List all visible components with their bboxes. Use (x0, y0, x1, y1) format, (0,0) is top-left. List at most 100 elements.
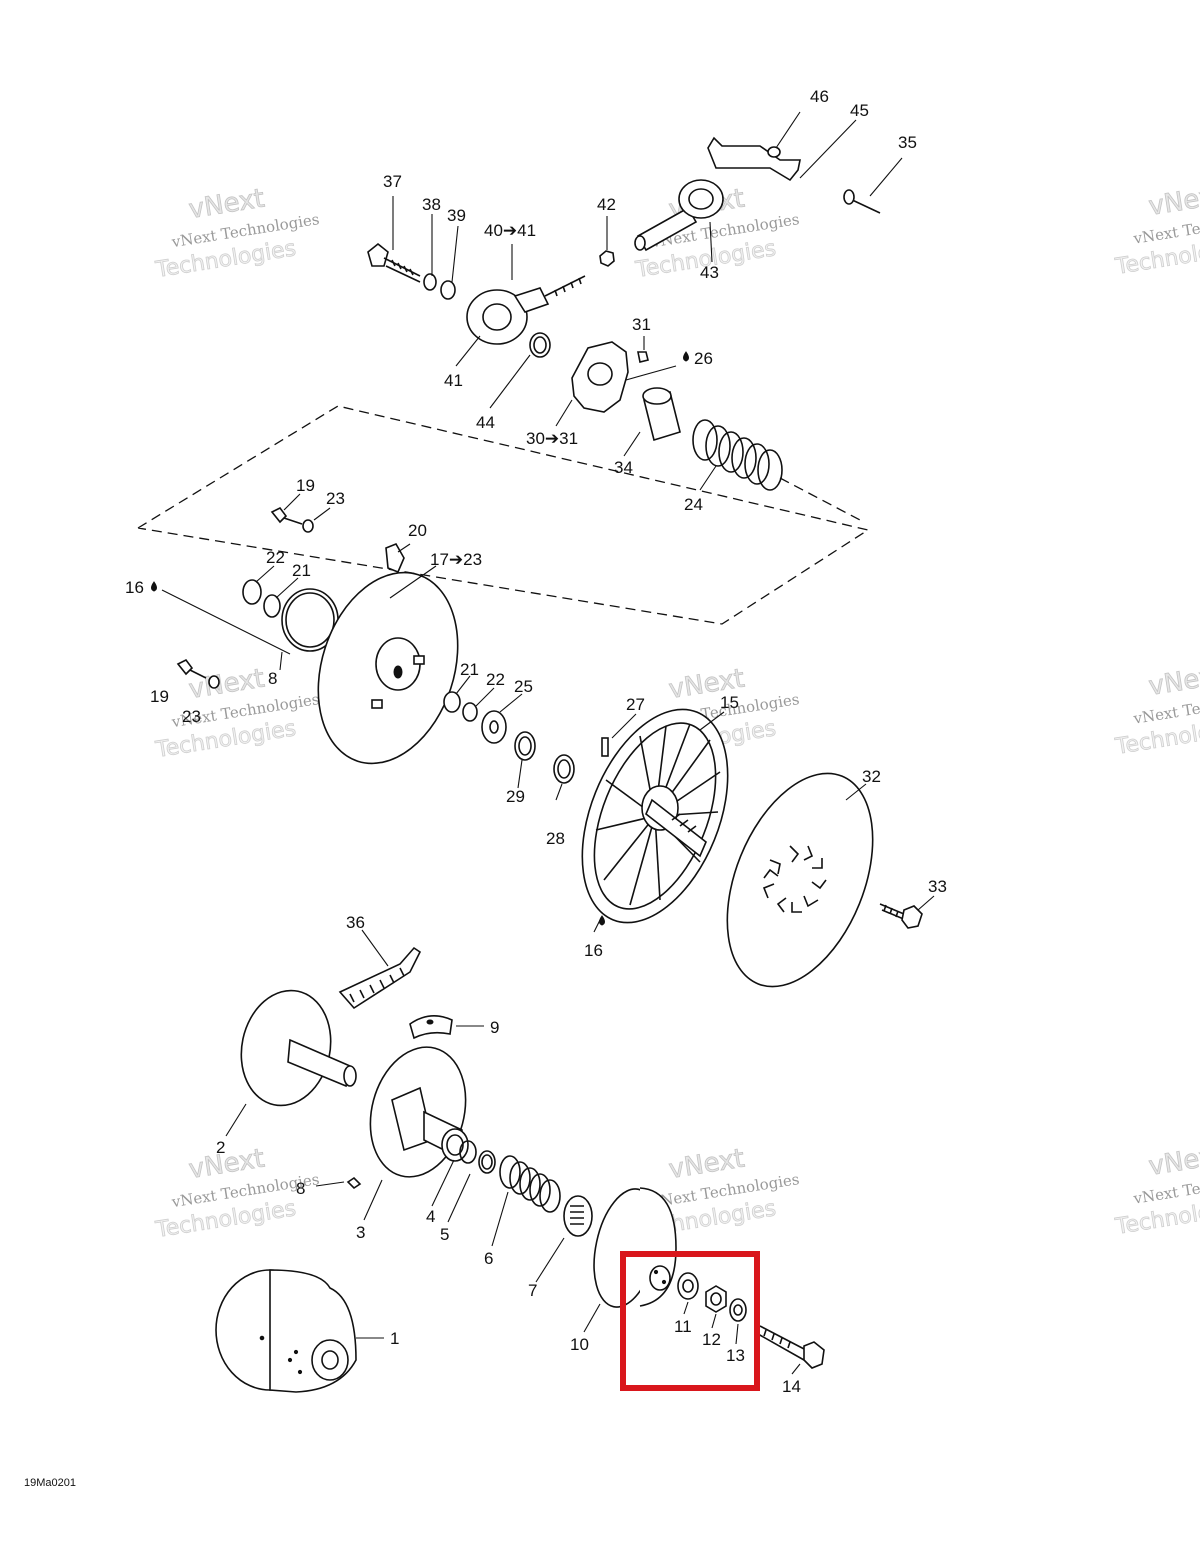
bolt-head-part (803, 1341, 825, 1369)
part-label: 30➔31 (526, 429, 578, 448)
watermark-vnext: vNext (187, 184, 267, 226)
part-label: 5 (440, 1225, 449, 1244)
part-label: 20 (408, 521, 427, 540)
part-label: 2 (216, 1138, 225, 1157)
part-label: 29 (506, 787, 525, 806)
part-label: 8 (268, 669, 277, 688)
grease-drop-icon (599, 915, 605, 926)
screw-part (270, 506, 288, 524)
part-label: 36 (346, 913, 365, 932)
bushing-part (443, 691, 461, 713)
part-label: 27 (626, 695, 645, 714)
pin-part (601, 737, 609, 757)
pin-part (843, 189, 855, 205)
flat-washer-part (677, 1272, 699, 1300)
bottom-assembly (215, 929, 825, 1393)
watermark-vnext: vNext (1147, 660, 1200, 702)
part-label: 4 (426, 1207, 435, 1226)
lock-washer-part (729, 1298, 747, 1322)
part-label: 3 (356, 1223, 365, 1242)
part-label: 21 (460, 660, 479, 679)
grease-drop-icon (683, 351, 689, 362)
sheave-disc-part (317, 571, 459, 765)
part-label: 26 (694, 349, 713, 368)
top-assembly (367, 111, 903, 521)
part-label: 41 (444, 371, 463, 390)
part-labels: 46 45 35 37 38 39 40➔41 42 43 41 44 30➔3… (125, 87, 947, 1396)
movable-sheave-part (369, 1046, 467, 1178)
dashed-outline (137, 405, 870, 625)
part-label: 22 (266, 548, 285, 567)
washer-part (514, 731, 536, 761)
part-label: 23 (326, 489, 345, 508)
grease-drop-icon (151, 581, 157, 592)
part-label: 9 (490, 1018, 499, 1037)
part-label: 8 (296, 1179, 305, 1198)
ring-part (529, 332, 551, 358)
part-label: 14 (782, 1377, 801, 1396)
part-label: 12 (702, 1330, 721, 1349)
part-label: 44 (476, 413, 495, 432)
washer-part (208, 675, 220, 689)
watermark-vnext: vNext (1147, 180, 1200, 222)
ring-part (242, 579, 262, 605)
ring-part (462, 702, 478, 722)
part-label: 42 (597, 195, 616, 214)
drawing-code: 19Ma0201 (24, 1477, 76, 1489)
part-label: 46 (810, 87, 829, 106)
bushing-part (263, 594, 281, 618)
ring-part (459, 1140, 477, 1164)
shaft-cup-part (678, 179, 724, 219)
part-label: 22 (486, 670, 505, 689)
fixed-sheave-part (240, 989, 332, 1107)
middle-assembly (137, 351, 935, 988)
part-label: 31 (632, 315, 651, 334)
nut-part (599, 250, 615, 267)
part-label: 38 (422, 195, 441, 214)
slider-shoe-part (338, 946, 422, 1010)
part-label: 28 (546, 829, 565, 848)
part-label: 19 (296, 476, 315, 495)
washer-part (767, 146, 781, 158)
bolt-head-part (901, 905, 923, 929)
bracket-part (707, 136, 801, 182)
washer-part (440, 280, 456, 300)
weight-part (385, 542, 405, 574)
washer-part (423, 273, 437, 291)
watermark-vnext: vNext (187, 664, 267, 706)
bushing-part (563, 1195, 593, 1237)
watermark-vnext: vNext (187, 1144, 267, 1186)
part-label: 39 (447, 206, 466, 225)
part-label: 37 (383, 172, 402, 191)
watermark-vnext: vNext (667, 1144, 747, 1186)
watermark-vnext: vNext (1147, 1140, 1200, 1182)
part-label: 10 (570, 1335, 589, 1354)
cam-arm-part (571, 341, 629, 413)
bearing-housing-part (466, 289, 528, 345)
part-label: 43 (700, 263, 719, 282)
cap-part (409, 1015, 453, 1040)
highlight-box (620, 1251, 760, 1391)
washer-part (481, 710, 507, 744)
screw-part (176, 658, 194, 676)
part-label: 7 (528, 1281, 537, 1300)
part-label: 21 (292, 561, 311, 580)
screw-part (637, 351, 649, 363)
part-label: 19 (150, 687, 169, 706)
part-label: 23 (182, 707, 201, 726)
washer-part (302, 519, 314, 533)
part-label: 6 (484, 1249, 493, 1268)
washer-part (553, 754, 575, 784)
part-label: 17➔23 (430, 550, 482, 569)
part-label: 11 (674, 1317, 692, 1336)
part-label: 1 (390, 1329, 399, 1348)
cover-plate-part (726, 772, 874, 988)
part-label: 32 (862, 767, 881, 786)
part-label: 35 (898, 133, 917, 152)
part-label: 15 (720, 693, 739, 712)
part-label: 24 (684, 495, 703, 514)
part-label: 25 (514, 677, 533, 696)
spring-part (692, 419, 783, 491)
